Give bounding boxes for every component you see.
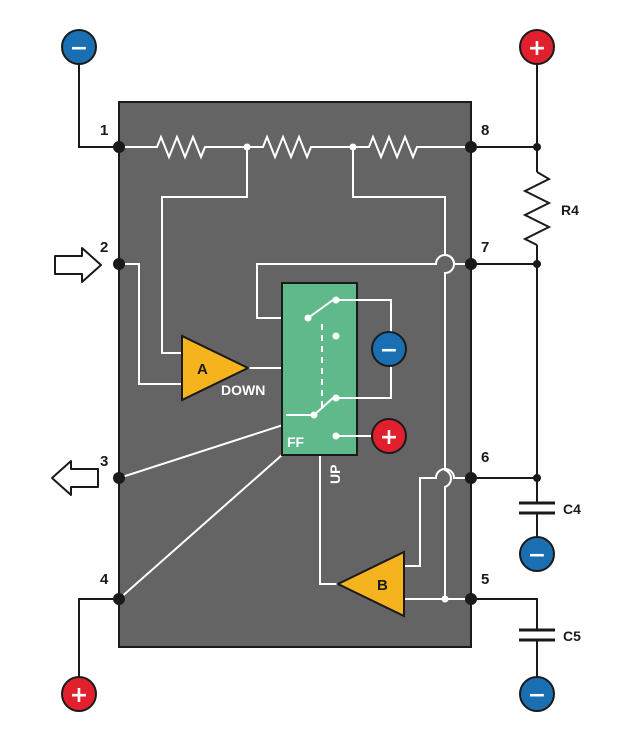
- switch-contact: [332, 296, 340, 304]
- junction-dot: [533, 143, 541, 151]
- up-label: UP: [327, 465, 343, 484]
- pin1-dot: [113, 141, 125, 153]
- minus-sign: −: [528, 683, 546, 708]
- amp-b-triangle: [335, 550, 405, 618]
- ff-label: FF: [287, 434, 305, 450]
- negative-terminal-icon: [371, 331, 407, 367]
- negative-terminal-icon: [519, 676, 555, 712]
- pin2-label: 2: [100, 239, 108, 256]
- switch-contact: [310, 411, 318, 419]
- pin8-label: 8: [481, 122, 489, 139]
- r4-label: R4: [561, 202, 579, 218]
- positive-terminal-icon: [371, 418, 407, 454]
- supply-symbols: − + − + − − +: [61, 29, 555, 712]
- pin3-dot: [113, 472, 125, 484]
- pin1-label: 1: [100, 122, 108, 139]
- pin5-wire: [471, 598, 538, 630]
- down-label: DOWN: [221, 382, 265, 398]
- positive-terminal-icon: [61, 676, 97, 712]
- pin8-dot: [465, 141, 477, 153]
- pin7-dot: [465, 258, 477, 270]
- r4-resistor: [522, 171, 552, 246]
- pin4-dot: [113, 593, 125, 605]
- minus-sign: −: [528, 543, 546, 568]
- pin4-label: 4: [100, 571, 109, 588]
- plus-sign: +: [528, 36, 546, 61]
- arrow-right-outline-icon: [54, 247, 102, 283]
- voltage-divider-resistors: [119, 134, 471, 160]
- pin2-to-amp-a-wire: [119, 263, 182, 385]
- pin1-ground-wire: [78, 64, 119, 148]
- plus-sign: +: [380, 425, 398, 450]
- pin4-reset-wire: [78, 598, 119, 680]
- amp-b-label: B: [377, 577, 388, 594]
- pin2-dot: [113, 258, 125, 270]
- external-wiring: [78, 64, 555, 680]
- negative-terminal-icon: [61, 29, 97, 65]
- pin7-discharge-wire: [256, 254, 471, 319]
- c5-label: C5: [563, 628, 581, 644]
- negative-terminal-icon: [519, 536, 555, 572]
- pin4-reset-internal-wire: [118, 454, 283, 600]
- pin7-label: 7: [481, 239, 489, 256]
- minus-sign: −: [70, 36, 88, 61]
- switch-contact: [332, 332, 340, 340]
- pin-dots: [113, 141, 477, 605]
- amp-a-label: A: [197, 361, 208, 378]
- amp-a-triangle: [181, 334, 251, 402]
- switch-contact: [304, 314, 312, 322]
- pin6-dot: [465, 472, 477, 484]
- amplifier-a: A DOWN: [181, 334, 265, 402]
- flip-flop-body: [281, 282, 358, 456]
- c4-label: C4: [563, 501, 581, 517]
- plus-sign: +: [70, 683, 88, 708]
- pin5-label: 5: [481, 571, 489, 588]
- amplifier-b: B: [335, 550, 405, 618]
- positive-terminal-icon: [519, 29, 555, 65]
- flip-flop-block: FF: [281, 282, 392, 456]
- pin5-dot: [465, 593, 477, 605]
- minus-sign: −: [380, 338, 398, 363]
- pin3-label: 3: [100, 453, 108, 470]
- switch-contact: [332, 394, 340, 402]
- arrow-left-outline-icon: [51, 460, 99, 496]
- internal-wiring: [118, 134, 471, 603]
- amp-b-output-wire: [319, 455, 338, 585]
- pin6-label: 6: [481, 449, 489, 466]
- pin6-to-amp-b-wire: [404, 468, 471, 567]
- junction-dot: [533, 474, 541, 482]
- junction-dot: [533, 260, 541, 268]
- ref-to-amp-a-wire: [161, 147, 248, 354]
